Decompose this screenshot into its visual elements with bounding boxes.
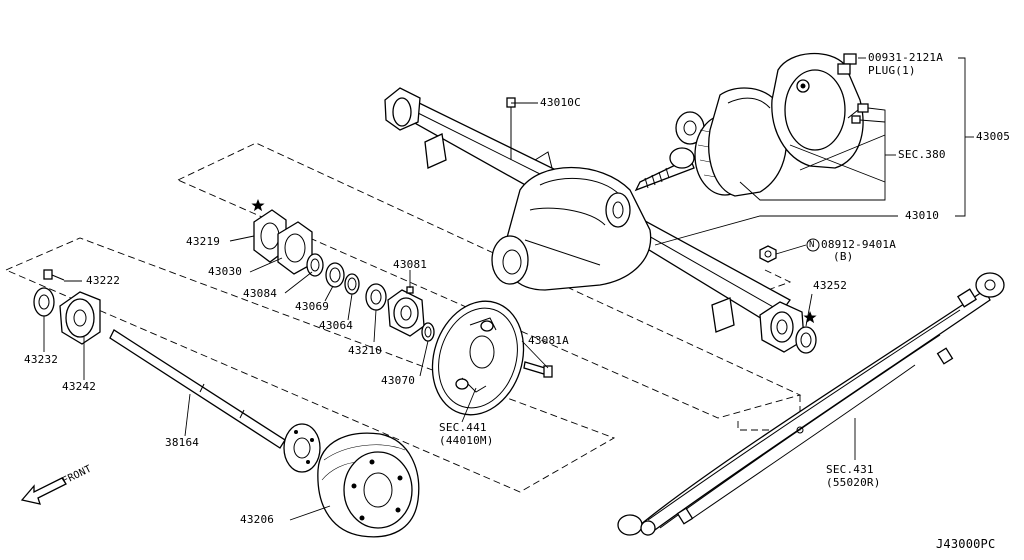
label-43242: 43242	[62, 380, 97, 393]
bolt-43081a	[523, 361, 553, 378]
label-43081a: 43081A	[528, 334, 569, 347]
bearing-43069	[325, 262, 345, 288]
plate-43242	[59, 291, 101, 345]
label-sec441-sub: (44010M)	[439, 434, 494, 447]
label-43252: 43252	[813, 279, 848, 292]
label-43222: 43222	[86, 274, 121, 287]
leaf-spring	[617, 272, 1005, 536]
label-43069: 43069	[295, 300, 330, 313]
label-43232: 43232	[24, 353, 59, 366]
nut-08912-9401a	[759, 245, 777, 263]
label-43206: 43206	[240, 513, 275, 526]
label-00931-2121a: 00931-2121A	[868, 51, 944, 64]
label-43064: 43064	[319, 319, 354, 332]
label-08912-sub: (B)	[833, 250, 854, 263]
seal-43232	[33, 287, 55, 317]
breather-43010c	[506, 97, 516, 160]
differential-carrier	[634, 87, 787, 197]
axle-shaft-subassembly-box	[4, 237, 616, 493]
diagram-code: J43000PC	[936, 537, 996, 551]
front-arrow-icon	[20, 477, 67, 505]
bearing-43210	[365, 283, 387, 311]
label-sec431-sub: (55020R)	[826, 476, 881, 489]
label-38164: 38164	[165, 436, 200, 449]
oil-seal-43252	[795, 326, 817, 354]
leader-lines	[43, 57, 974, 521]
label-43210: 43210	[348, 344, 383, 357]
star-icon	[251, 199, 817, 324]
seal-43084	[306, 253, 324, 277]
label-sec441: SEC.441	[439, 421, 487, 434]
label-43005: 43005	[976, 130, 1011, 143]
bearing-cage-43081	[387, 286, 425, 337]
gasket-43030	[277, 221, 313, 275]
label-43219: 43219	[186, 235, 221, 248]
label-43070: 43070	[381, 374, 416, 387]
label-sec380: SEC.380	[898, 148, 946, 161]
label-n-marker: N	[809, 240, 815, 250]
label-plug: PLUG(1)	[868, 64, 916, 77]
leaf-spring-dashed-bracket	[739, 269, 792, 301]
label-08912-9401a: 08912-9401A	[821, 238, 897, 251]
rear-cover	[771, 52, 864, 169]
label-43084: 43084	[243, 287, 278, 300]
o-ring-43070	[421, 322, 435, 342]
axle-housing	[384, 87, 805, 353]
bolt-43222	[43, 269, 65, 281]
label-43010c: 43010C	[540, 96, 581, 109]
ring-43064	[344, 273, 360, 295]
plug-00931-2121a	[837, 53, 857, 75]
brake-drum-43206	[317, 432, 420, 538]
brake-backing-plate	[431, 300, 525, 416]
axle-shaft-38164	[109, 329, 321, 473]
n-marker-circle	[806, 238, 820, 252]
label-43010: 43010	[905, 209, 940, 222]
label-sec431: SEC.431	[826, 463, 874, 476]
label-43081: 43081	[393, 258, 428, 271]
label-43030: 43030	[208, 265, 243, 278]
